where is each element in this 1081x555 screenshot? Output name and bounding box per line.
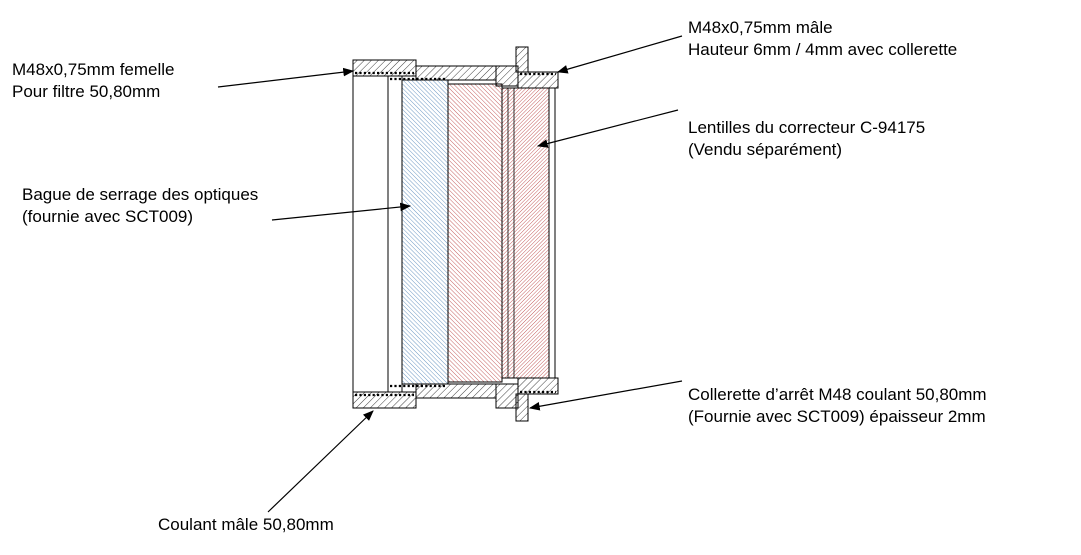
- coulant-bottom-flange: [352, 391, 417, 409]
- label-collerette-line2: (Fournie avec SCT009) épaisseur 2mm: [688, 407, 986, 426]
- arrow-coulant: [267, 410, 374, 513]
- inner-tube: [352, 75, 403, 393]
- label-male-line1: M48x0,75mm mâle: [688, 18, 833, 37]
- arrow-bague: [271, 202, 412, 221]
- label-coulant-line1: Coulant mâle 50,80mm: [158, 515, 334, 534]
- label-bague-serrage: Bague de serrage des optiques (fournie a…: [22, 184, 258, 228]
- label-femelle-thread: M48x0,75mm femelle Pour filtre 50,80mm: [12, 59, 175, 103]
- arrow-collerette: [528, 380, 683, 411]
- arrow-femelle: [217, 67, 355, 88]
- label-bague-line1: Bague de serrage des optiques: [22, 185, 259, 204]
- arrow-lentilles: [536, 109, 679, 148]
- bague-de-serrage: [401, 79, 449, 385]
- male-thread-ring: [495, 65, 559, 409]
- label-collerette-line1: Collerette d’arrêt M48 coulant 50,80mm: [688, 385, 987, 404]
- arrow-male: [556, 35, 683, 74]
- label-femelle-line2: Pour filtre 50,80mm: [12, 82, 161, 101]
- label-coulant-male: Coulant mâle 50,80mm: [158, 514, 334, 536]
- label-male-line2: Hauteur 6mm / 4mm avec collerette: [688, 40, 958, 59]
- label-lentilles-line2: (Vendu séparément): [688, 140, 843, 159]
- collerette-darret: [515, 46, 529, 422]
- label-collerette: Collerette d’arrêt M48 coulant 50,80mm (…: [688, 384, 987, 428]
- label-lentilles-line1: Lentilles du correcteur C-94175: [688, 118, 926, 137]
- label-lentilles: Lentilles du correcteur C-94175 (Vendu s…: [688, 117, 925, 161]
- leader-arrows: [217, 35, 683, 513]
- lens-element-1: [447, 83, 503, 383]
- label-bague-line2: (fournie avec SCT009): [22, 207, 194, 226]
- coulant-top-flange: [352, 59, 417, 77]
- lens-element-2: [501, 87, 550, 379]
- label-femelle-line1: M48x0,75mm femelle: [12, 60, 175, 79]
- label-male-thread: M48x0,75mm mâle Hauteur 6mm / 4mm avec c…: [688, 17, 957, 61]
- thread-marks: [355, 71, 556, 397]
